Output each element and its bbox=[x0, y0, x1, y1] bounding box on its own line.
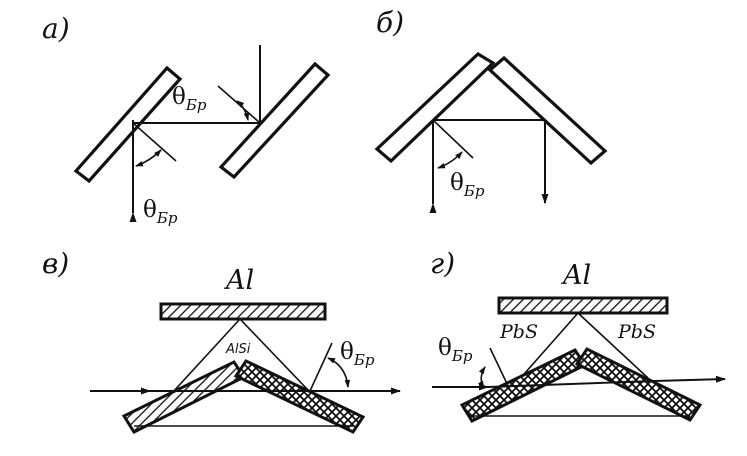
angle-arc-upper bbox=[236, 100, 250, 121]
theta-label-upper: θБр bbox=[172, 84, 207, 114]
crystal-roof-right bbox=[487, 55, 608, 166]
crystal-right bbox=[218, 61, 331, 180]
ray-right-d bbox=[577, 312, 649, 379]
panel-d-label: г) bbox=[430, 247, 455, 280]
crystal-wing-right-d bbox=[574, 347, 703, 422]
theta-label-lower: θБр bbox=[143, 197, 178, 227]
theta-label-b: θБр bbox=[450, 170, 485, 200]
panel-a: а) θБр θБр bbox=[42, 12, 331, 227]
panel-d: г) Al PbS PbS θБр bbox=[430, 247, 726, 423]
ray-right-c bbox=[239, 318, 309, 391]
normal-c bbox=[309, 342, 333, 392]
angle-arc-lower bbox=[135, 149, 162, 167]
angle-arc-c bbox=[327, 357, 351, 388]
panel-a-label: а) bbox=[42, 12, 70, 45]
angle-arc-b bbox=[437, 151, 463, 169]
theta-label-c: θБр bbox=[340, 339, 375, 369]
normal-b bbox=[432, 119, 474, 159]
material-top-c: Al bbox=[223, 265, 254, 296]
normal-right bbox=[217, 85, 261, 124]
crystal-left bbox=[73, 65, 183, 184]
al-crystal-d bbox=[497, 296, 669, 315]
crystal-wing-right-c bbox=[233, 359, 366, 434]
beam-mid-d bbox=[487, 380, 656, 388]
ray-left-c bbox=[171, 318, 241, 394]
pbs-left-label: PbS bbox=[499, 321, 538, 343]
panel-c: в) Al AlSi θБр bbox=[42, 247, 401, 434]
panel-c-label: в) bbox=[42, 247, 69, 280]
crystal-wing-left-c bbox=[121, 360, 247, 434]
beam-out-d bbox=[654, 375, 726, 383]
panel-b: б) θБр bbox=[374, 6, 608, 213]
crystal-roof-left bbox=[374, 52, 496, 164]
theta-label-d: θБр bbox=[438, 335, 473, 365]
panel-b-label: б) bbox=[376, 6, 404, 39]
angle-arc-d bbox=[477, 366, 486, 389]
material-top-d: Al bbox=[560, 260, 591, 291]
normal-left bbox=[132, 122, 177, 162]
material-mid-c: AlSi bbox=[225, 342, 251, 357]
pbs-right-label: PbS bbox=[617, 321, 656, 343]
normal-d bbox=[489, 347, 511, 391]
al-crystal-c bbox=[159, 302, 327, 321]
